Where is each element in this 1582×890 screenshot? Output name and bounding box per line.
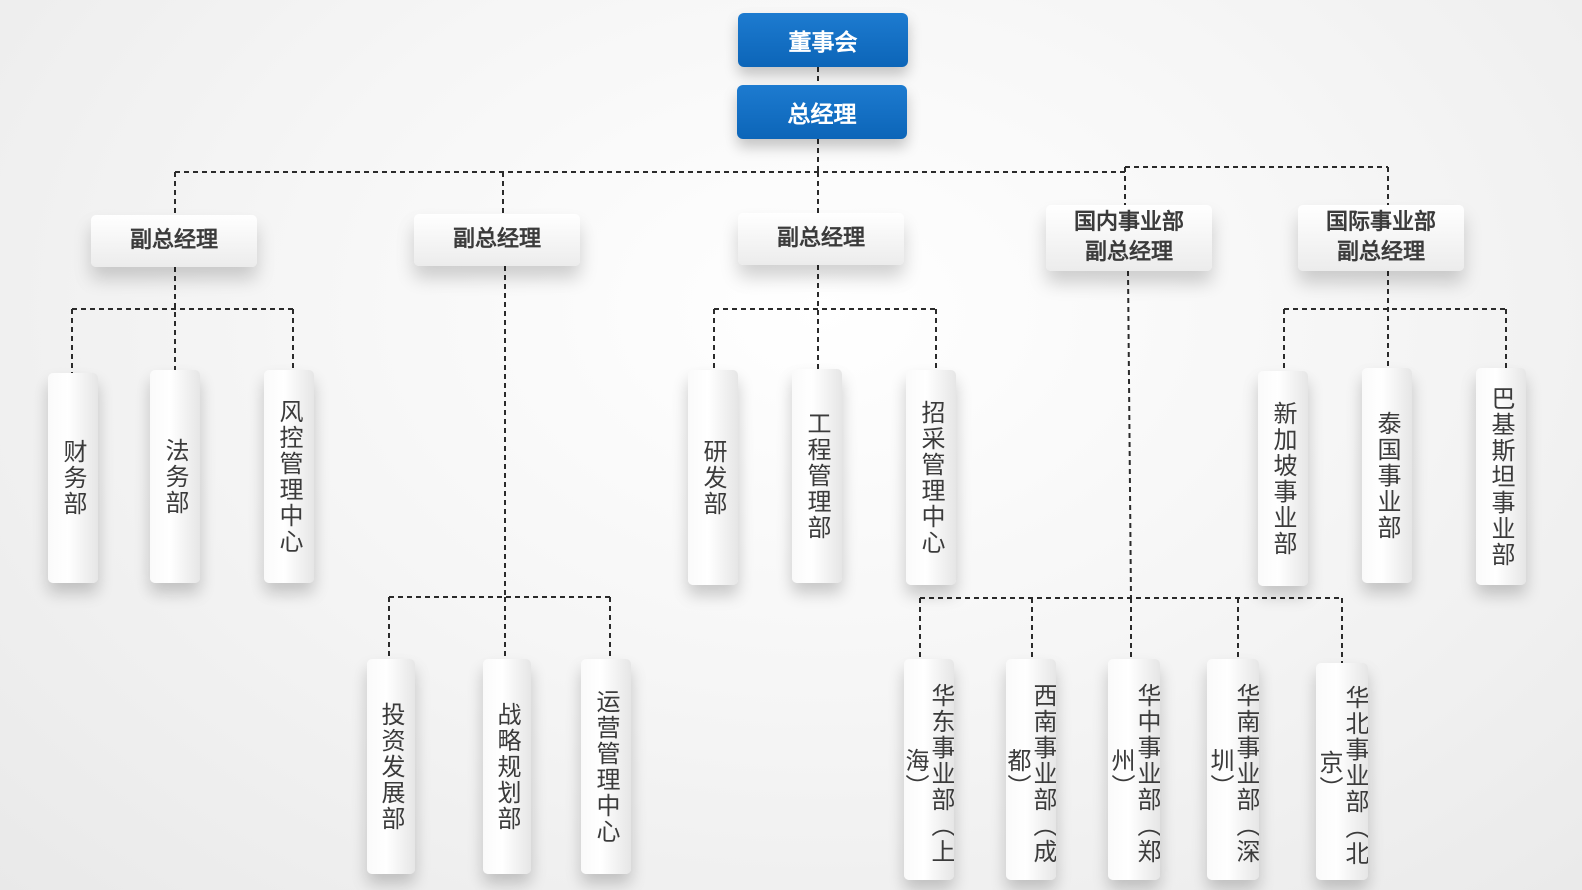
dept-pakistan[interactable]: 巴基斯坦事业部 [1476, 368, 1526, 585]
dept-finance[interactable]: 财务部 [48, 373, 98, 583]
board-node[interactable]: 董事会 [738, 13, 908, 67]
dept-rnd[interactable]: 研发部 [688, 370, 738, 585]
vp-node-finance[interactable]: 副总经理 [91, 215, 257, 267]
dept-southwest[interactable]: 西南事业部（成都） [1006, 659, 1056, 880]
dept-strategy-planning[interactable]: 战略规划部 [483, 659, 531, 874]
dept-north-china[interactable]: 华北事业部（北京） [1316, 663, 1368, 880]
dept-central-china[interactable]: 华中事业部（郑州） [1108, 659, 1160, 880]
vp-node-strategy[interactable]: 副总经理 [414, 214, 580, 266]
dept-investment[interactable]: 投资发展部 [367, 659, 415, 874]
gm-node[interactable]: 总经理 [737, 85, 907, 139]
dept-south-china[interactable]: 华南事业部（深圳） [1207, 659, 1259, 880]
dept-risk-control[interactable]: 风控管理中心 [264, 370, 314, 583]
vp-node-engineering[interactable]: 副总经理 [738, 213, 904, 265]
dept-legal[interactable]: 法务部 [150, 370, 200, 583]
dept-thailand[interactable]: 泰国事业部 [1362, 368, 1412, 583]
connector-line [1127, 270, 1132, 600]
dept-operations[interactable]: 运营管理中心 [581, 659, 631, 874]
vp-node-international[interactable]: 国际事业部 副总经理 [1298, 205, 1464, 271]
vp-node-domestic[interactable]: 国内事业部 副总经理 [1046, 205, 1212, 271]
dept-singapore[interactable]: 新加坡事业部 [1258, 371, 1308, 586]
dept-engineering-mgmt[interactable]: 工程管理部 [792, 369, 842, 583]
dept-procurement[interactable]: 招采管理中心 [906, 370, 956, 585]
dept-east-china[interactable]: 华东事业部（上海） [904, 659, 954, 880]
